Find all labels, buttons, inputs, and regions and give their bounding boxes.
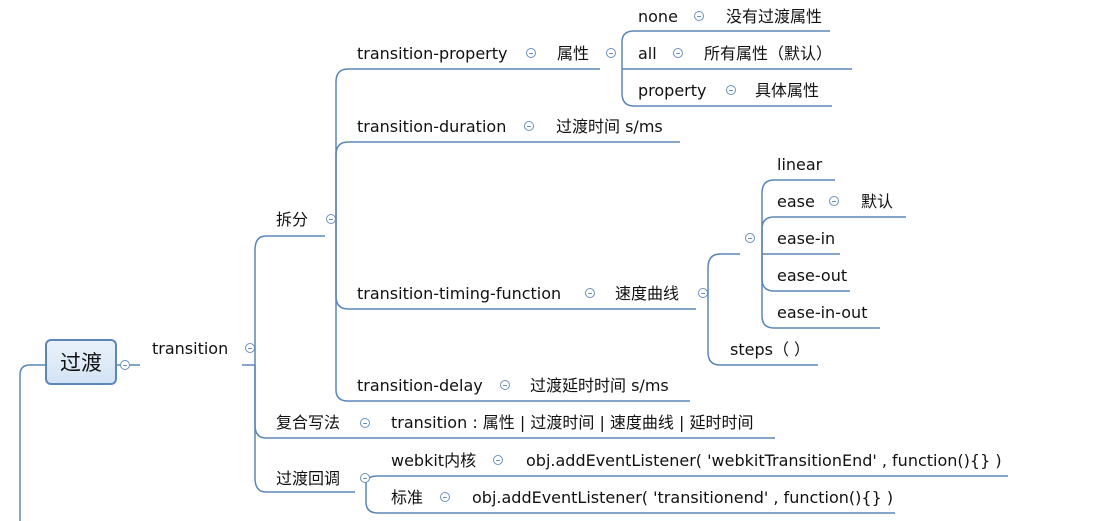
- collapse-toggle-icon[interactable]: [726, 85, 736, 95]
- node-standard-desc[interactable]: obj.addEventListener( 'transitionend' , …: [472, 488, 894, 507]
- collapse-toggle-icon[interactable]: [585, 288, 595, 298]
- node-split[interactable]: 拆分: [276, 210, 309, 229]
- collapse-toggle-icon[interactable]: [745, 233, 755, 243]
- node-transition[interactable]: transition: [152, 339, 229, 358]
- node-shorthand-desc[interactable]: transition : 属性 | 过渡时间 | 速度曲线 | 延时时间: [391, 413, 754, 432]
- root-label: 过渡: [60, 351, 102, 375]
- node-transition-timing-function[interactable]: transition-timing-function: [357, 284, 562, 303]
- node-webkit-desc[interactable]: obj.addEventListener( 'webkitTransitionE…: [526, 451, 1002, 470]
- collapse-toggle-icon[interactable]: [606, 48, 616, 58]
- node-webkit[interactable]: webkit内核: [391, 451, 477, 470]
- node-all-desc[interactable]: 所有属性（默认）: [704, 44, 833, 63]
- collapse-toggle-icon[interactable]: [360, 473, 370, 483]
- collapse-toggle-icon[interactable]: [524, 121, 534, 131]
- node-transition-property[interactable]: transition-property: [357, 44, 508, 63]
- node-property[interactable]: property: [638, 81, 707, 100]
- node-shorthand[interactable]: 复合写法: [276, 413, 341, 432]
- node-callback[interactable]: 过渡回调: [276, 469, 341, 488]
- collapse-toggle-icon[interactable]: [493, 455, 503, 465]
- node-linear[interactable]: linear: [777, 155, 823, 174]
- collapse-toggle-icon[interactable]: [120, 360, 130, 370]
- collapse-toggle-icon[interactable]: [245, 343, 255, 353]
- node-attr[interactable]: 属性: [557, 44, 590, 63]
- node-property-desc[interactable]: 具体属性: [755, 81, 820, 100]
- collapse-toggle-icon[interactable]: [500, 380, 510, 390]
- collapse-toggle-icon[interactable]: [694, 11, 704, 21]
- node-all[interactable]: all: [638, 44, 657, 63]
- collapse-toggle-icon[interactable]: [526, 48, 536, 58]
- node-none-desc[interactable]: 没有过渡属性: [726, 7, 823, 26]
- collapse-toggle-icon[interactable]: [360, 418, 370, 428]
- node-ease-in-out[interactable]: ease-in-out: [777, 303, 868, 322]
- node-standard[interactable]: 标准: [391, 488, 424, 507]
- node-transition-delay[interactable]: transition-delay: [357, 376, 483, 395]
- collapse-toggle-icon[interactable]: [440, 492, 450, 502]
- root-node[interactable]: 过渡: [45, 339, 117, 385]
- node-delay-desc[interactable]: 过渡延时时间 s/ms: [530, 376, 669, 395]
- collapse-toggle-icon[interactable]: [673, 48, 683, 58]
- node-ease-in[interactable]: ease-in: [777, 229, 836, 248]
- collapse-toggle-icon[interactable]: [326, 214, 336, 224]
- collapse-toggle-icon[interactable]: [829, 196, 839, 206]
- node-duration-desc[interactable]: 过渡时间 s/ms: [556, 117, 663, 136]
- node-ease-out[interactable]: ease-out: [777, 266, 848, 285]
- node-transition-duration[interactable]: transition-duration: [357, 117, 507, 136]
- node-steps[interactable]: steps（ ）: [730, 340, 811, 359]
- node-speed-curve[interactable]: 速度曲线: [615, 284, 680, 303]
- node-ease-desc[interactable]: 默认: [861, 192, 894, 211]
- node-ease[interactable]: ease: [777, 192, 815, 211]
- collapse-toggle-icon[interactable]: [698, 288, 708, 298]
- node-none[interactable]: none: [638, 7, 678, 26]
